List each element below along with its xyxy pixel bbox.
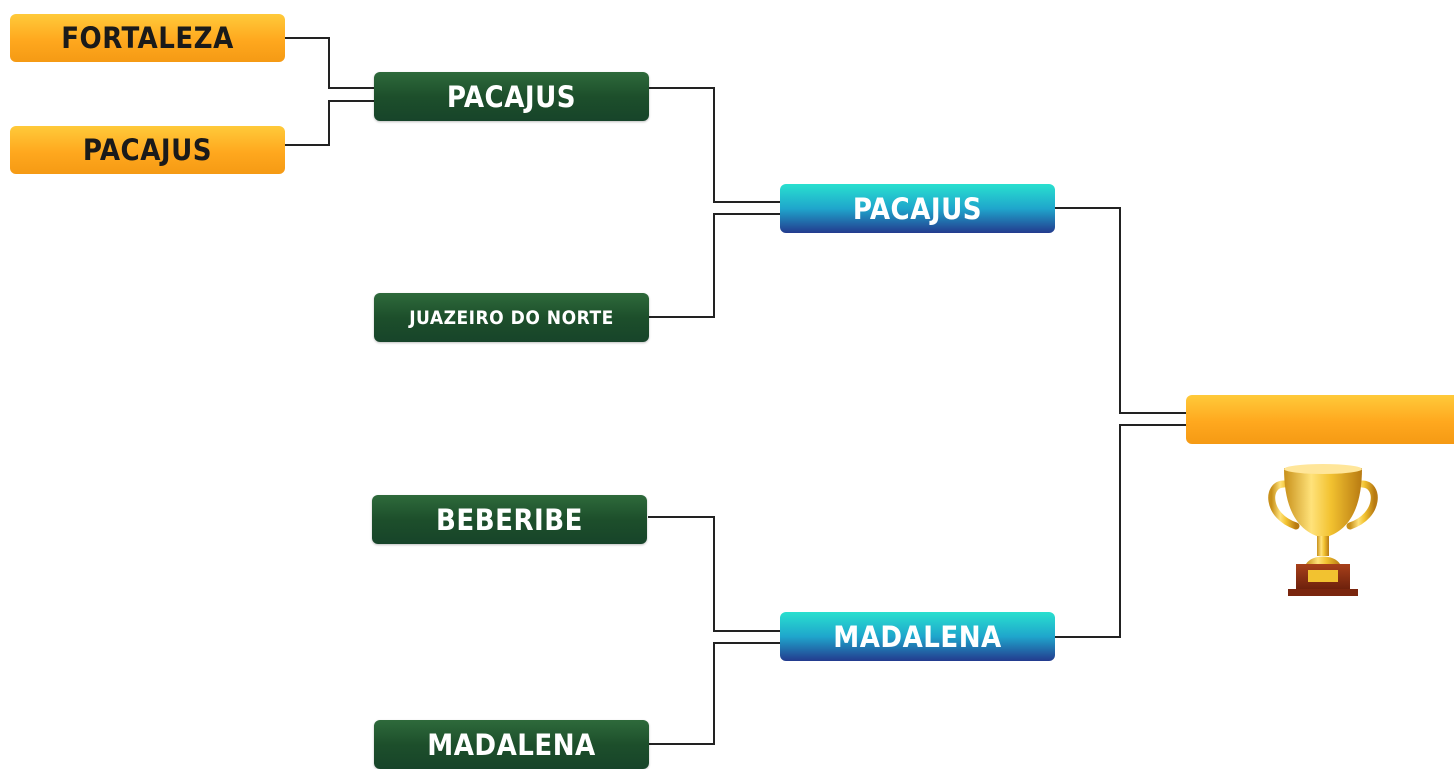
team-label: MADALENA [833, 619, 1002, 654]
team-box-qf2-juazeiro: JUAZEIRO DO NORTE [374, 293, 649, 342]
team-label: JUAZEIRO DO NORTE [409, 306, 614, 329]
team-label: BEBERIBE [436, 502, 583, 537]
connector-qf2 [648, 213, 780, 318]
team-box-qf3-beberibe: BEBERIBE [372, 495, 647, 544]
team-box-qf4-madalena: MADALENA [374, 720, 649, 769]
team-box-qf1-pacajus: PACAJUS [374, 72, 649, 121]
trophy-icon [1268, 464, 1378, 596]
connector-qf1 [648, 87, 780, 203]
team-label: MADALENA [427, 727, 596, 762]
team-box-sf1-pacajus: PACAJUS [780, 184, 1055, 233]
connector-qf3 [648, 516, 780, 632]
team-box-pacajus-r1: PACAJUS [10, 126, 285, 174]
team-box-sf2-madalena: MADALENA [780, 612, 1055, 661]
champion-box [1186, 395, 1454, 444]
team-box-fortaleza: FORTALEZA [10, 14, 285, 62]
team-label: FORTALEZA [61, 21, 234, 55]
team-label: PACAJUS [446, 79, 577, 114]
connector-qf4 [648, 642, 780, 745]
team-label: PACAJUS [82, 133, 213, 167]
connector-sf1 [1055, 207, 1186, 414]
connector-pacajus-r1 [285, 100, 374, 146]
connector-sf2 [1055, 424, 1186, 638]
connector-fortaleza [285, 37, 374, 89]
team-label: PACAJUS [852, 191, 983, 226]
